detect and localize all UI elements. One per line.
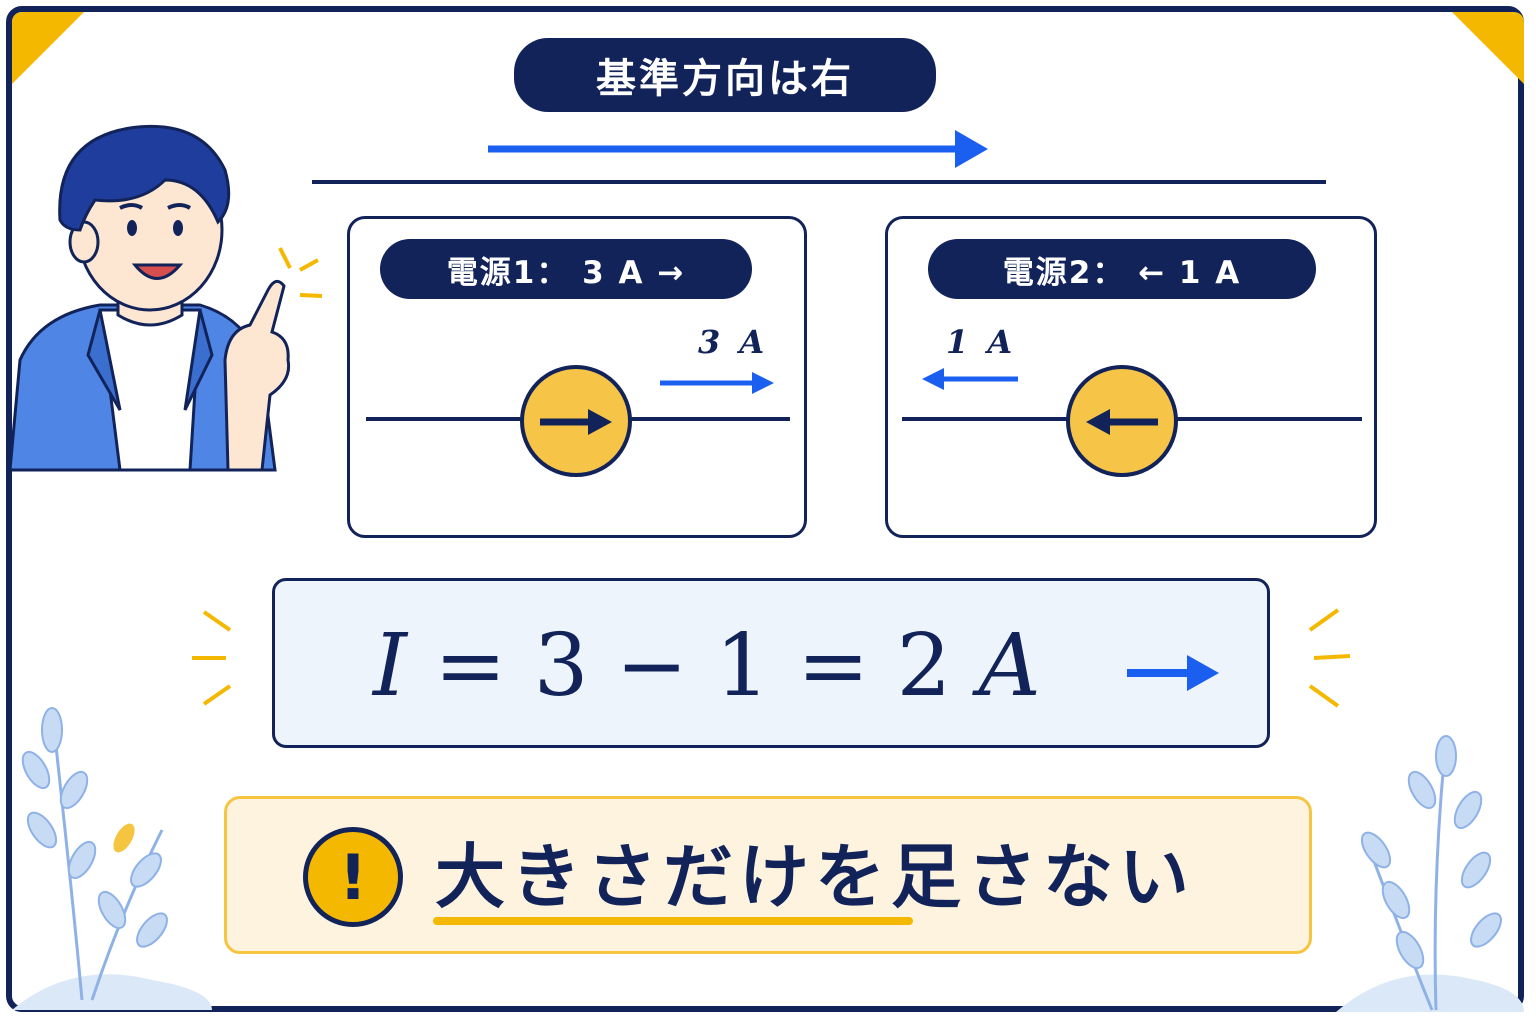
reference-direction-title: 基準方向は右 [514,38,936,112]
source-2-label: 電源2： ← 1 A [928,239,1316,299]
exclamation-icon: ! [303,827,403,927]
corner-accent-right [1452,12,1524,84]
right-arrow-icon [540,409,612,435]
corner-accent-left [12,12,84,84]
equation-box: I = 3 − 1 = 2 A [272,578,1270,748]
source-2-panel: 電源2： ← 1 A 1 A [885,216,1377,538]
left-arrow-icon [1086,409,1158,435]
source-2-magnitude: 1 A [946,323,1017,361]
source-1-label: 電源1： 3 A → [380,239,752,299]
source-1-current-arrow [660,372,774,394]
plant-decoration-right [1336,735,1524,1012]
reference-arrow [312,130,1326,184]
plant-decoration-left [12,707,212,1010]
current-equation: I = 3 − 1 = 2 A [373,607,1041,725]
source-1-panel: 電源1： 3 A → 3 A [347,216,807,538]
source-1-magnitude: 3 A [698,323,769,361]
equation-variable: I [373,616,407,716]
warning-box: ! 大きさだけを足さない [224,796,1312,954]
source-2-symbol [1066,365,1178,477]
result-direction-arrow [1127,655,1219,691]
equation-sparkle-right [1308,608,1351,708]
equation-body: = 3 − 1 = 2 [406,616,979,716]
equation-sparkle-left [192,610,232,706]
source-2-current-arrow [922,368,1018,390]
teacher-illustration [8,124,323,472]
equation-unit: A [978,616,1041,716]
warning-text: 大きさだけを足さない [435,836,1195,918]
warning-underline [433,917,913,925]
source-1-symbol [520,365,632,477]
